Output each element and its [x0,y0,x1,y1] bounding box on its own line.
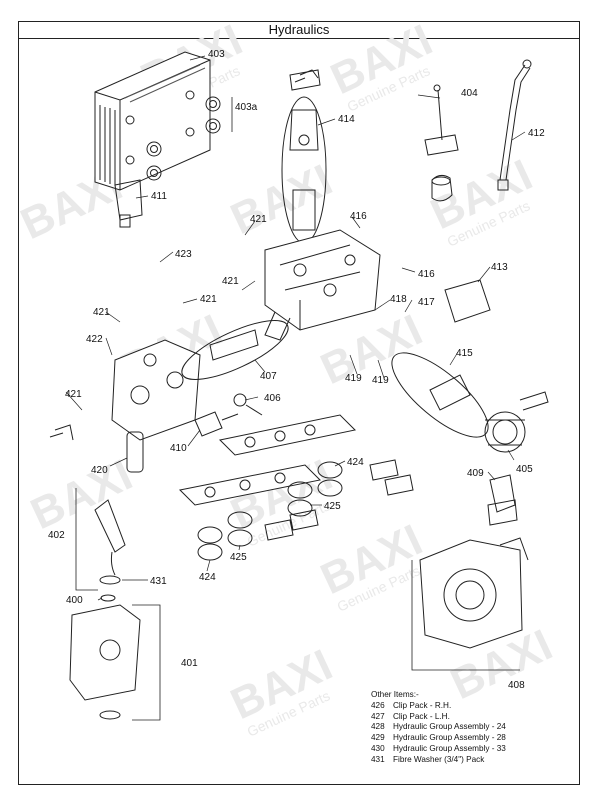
other-items-list: Other Items:- 426 Clip Pack - R.H. 427 Cli… [371,690,506,766]
part-label: 423 [175,249,192,260]
other-item-number: 428 [371,722,385,732]
parts [49,51,549,720]
other-item-row: 429 Hydraulic Group Assembly - 28 [371,733,506,744]
part-label: 422 [86,334,103,345]
other-item-number: 426 [371,700,385,710]
bypass-pipe [497,59,532,191]
part-label: 415 [456,348,473,359]
outlet-pipe [94,499,126,576]
other-item-number: 429 [371,733,385,743]
other-item-description: Hydraulic Group Assembly - 33 [393,743,506,753]
retaining-clip [444,279,491,323]
other-item-row: 427 Clip Pack - L.H. [371,712,506,723]
small-clips [264,459,414,541]
gas-valve [69,604,141,720]
plate-heat-exchanger [94,51,211,191]
part-label: 400 [66,595,83,606]
diverter-valve-cartridge [281,69,327,244]
part-label: 420 [91,465,108,476]
diagram-title: Hydraulics [268,22,330,37]
part-label: 416 [350,211,367,222]
pressure-switch [114,179,143,228]
filter-part [100,594,116,602]
part-label: 405 [516,464,533,475]
bypass-valve [181,320,289,380]
automatic-air-vent [487,474,518,526]
part-label: 402 [48,530,65,541]
part-label: 416 [418,269,435,280]
other-item-description: Clip Pack - L.H. [393,711,450,721]
part-label: 404 [461,88,478,99]
part-label: 403 [208,49,225,60]
part-label: 417 [418,297,435,308]
part-label: 425 [324,501,341,512]
pump-head [484,411,526,453]
part-label: 419 [372,375,389,386]
part-label: 421 [65,389,82,400]
part-label: 410 [170,443,187,454]
other-item-number: 431 [371,754,385,764]
part-label: 401 [181,658,198,669]
gasket-plate-upper [218,414,357,456]
heat-exchanger-seals [146,96,221,181]
auto-air-vent-part [424,84,459,202]
part-label: 425 [230,552,247,563]
watermark-brand: BAXI [24,450,140,539]
other-item-number: 430 [371,743,385,753]
fibre-washer [99,575,121,585]
part-label: 431 [150,576,167,587]
part-label: 414 [338,114,355,125]
clip-details [49,69,549,441]
part-label: 413 [491,262,508,273]
part-label: 406 [264,393,281,404]
other-item-description: Hydraulic Group Assembly - 28 [393,733,506,743]
part-label: 408 [508,680,525,691]
leader-lines [65,55,526,601]
part-label: 421 [93,307,110,318]
part-number-labels: 403 403a 404 412 414 411 416 421 423 413… [48,49,545,691]
part-label: 421 [250,214,267,225]
filter-cartridge [126,431,144,473]
part-label: 412 [528,128,545,139]
pump-body [419,537,529,649]
part-label: 421 [222,276,239,287]
gasket-plate-lower [178,464,322,506]
other-item-row: 426 Clip Pack - R.H. [371,701,506,712]
return-manifold [111,339,201,441]
part-label: 407 [260,371,277,382]
diagram-frame [18,21,580,785]
title-bar: Hydraulics [18,21,580,39]
part-label: 409 [467,468,484,479]
other-item-row: 431 Fibre Washer (3/4") Pack [371,755,506,766]
other-item-description: Hydraulic Group Assembly - 24 [393,722,506,732]
other-item-row: 430 Hydraulic Group Assembly - 33 [371,744,506,755]
thermistor [194,411,239,437]
part-label: 419 [345,373,362,384]
other-items-heading: Other Items:- [371,690,419,699]
pump-valve-cartridge [391,352,489,438]
other-item-description: Clip Pack - R.H. [393,700,452,710]
other-item-row: 428 Hydraulic Group Assembly - 24 [371,722,506,733]
part-label: 403a [235,102,258,113]
part-label: 411 [151,191,167,202]
hydraulic-manifold [264,229,381,341]
part-label: 418 [390,294,407,305]
other-item-description: Fibre Washer (3/4") Pack [393,754,485,764]
part-label: 421 [200,294,217,305]
part-label: 424 [347,457,364,468]
other-item-number: 427 [371,711,385,721]
bracket-lines [75,97,520,721]
part-label: 424 [199,572,216,583]
